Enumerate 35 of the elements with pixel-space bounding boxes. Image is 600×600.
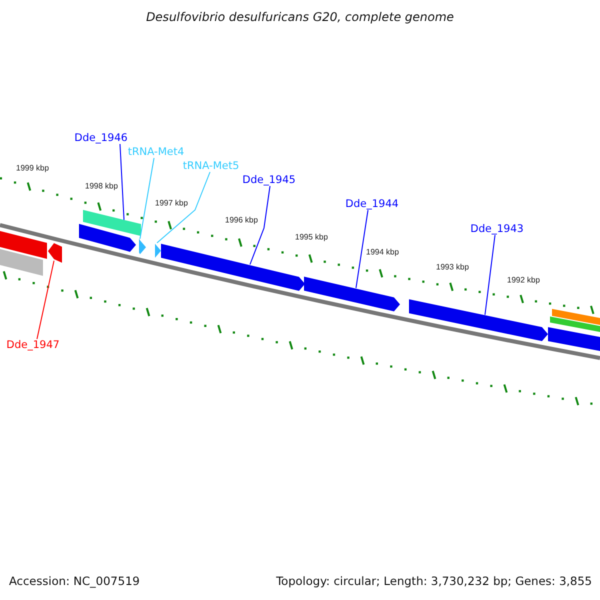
scale-label: 1993 kbp <box>436 262 469 272</box>
gene-label: Dde_1946 <box>74 132 128 144</box>
gene-block <box>550 316 600 334</box>
leader-line <box>356 210 368 288</box>
scale-label: 1995 kbp <box>295 232 328 242</box>
leader-line <box>484 234 496 316</box>
leader-line <box>36 260 54 340</box>
gene-block <box>139 238 146 254</box>
leader-line <box>250 186 270 265</box>
scale-label: 1998 kbp <box>85 182 118 190</box>
gene-block <box>0 247 43 276</box>
scale-label: 1997 kbp <box>155 198 188 208</box>
accession-text: Accession: NC_007519 <box>9 574 140 588</box>
gene-block <box>79 224 136 252</box>
gene-block <box>409 299 548 342</box>
leader-line <box>120 144 124 220</box>
gene-block <box>83 210 141 236</box>
leader-line <box>140 158 154 240</box>
scale-label: 1994 kbp <box>366 248 399 256</box>
gene-block <box>304 276 400 312</box>
genome-stats-text: Topology: circular; Length: 3,730,232 bp; Genes: 3,855 <box>276 574 592 588</box>
gene-label: Dde_1943 <box>470 223 524 235</box>
gene-label: Dde_1947 <box>6 339 60 351</box>
gene-label: Dde_1944 <box>345 198 399 210</box>
scale-label: 1992 kbp <box>507 276 540 284</box>
leader-line <box>156 172 210 244</box>
diagram-title: Desulfovibrio desulfuricans G20, complete genome <box>145 10 455 24</box>
gene-block <box>548 327 600 353</box>
scale-label: 1999 kbp <box>16 164 49 172</box>
gene-label: tRNA-Met4 <box>128 146 184 158</box>
gene-block <box>161 244 305 291</box>
gene-block <box>552 308 600 327</box>
gene-label: Dde_1945 <box>242 174 296 186</box>
gene-label: tRNA-Met5 <box>182 160 240 172</box>
scale-label: 1996 kbp <box>225 216 258 224</box>
